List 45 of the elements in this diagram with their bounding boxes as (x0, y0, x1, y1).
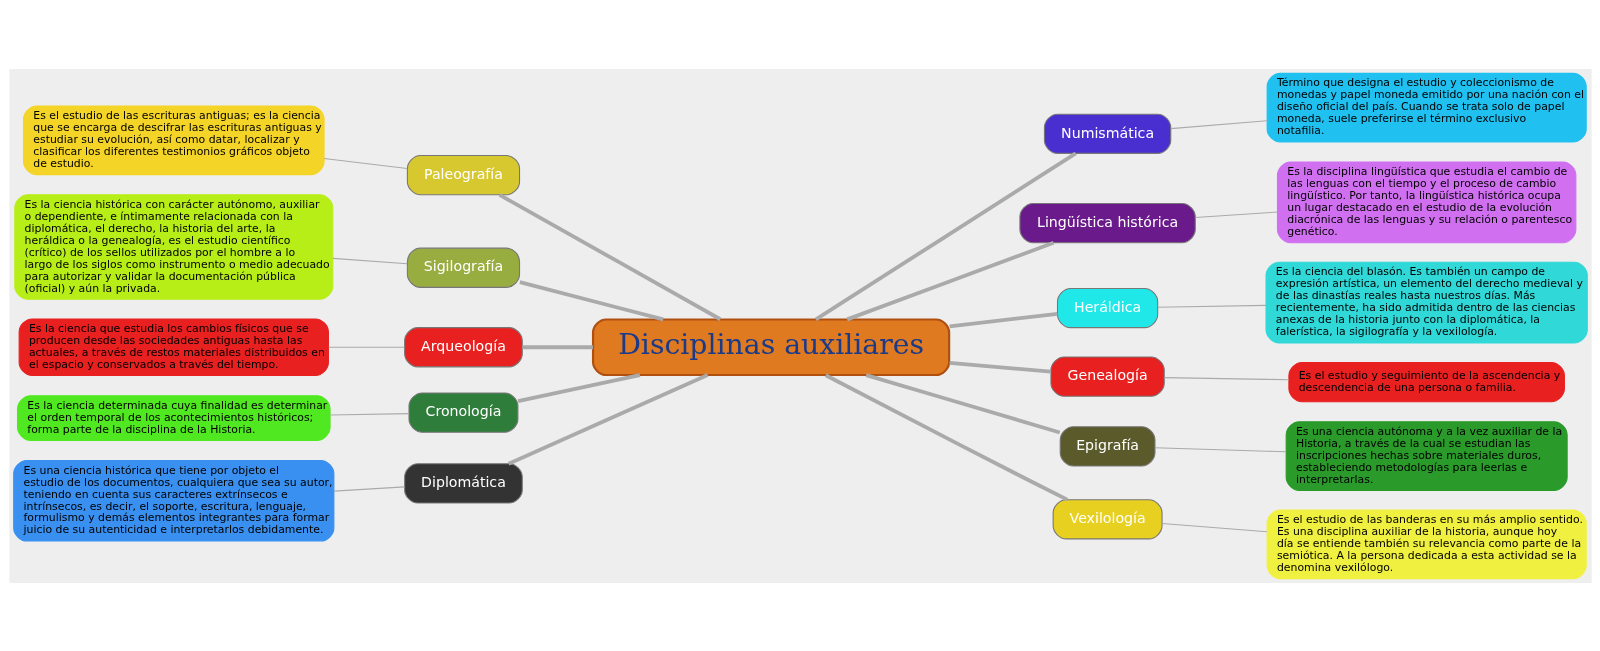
node-box: Término que designa el estudio y coleccionismo de monedas y papel moneda emitido por una nación con el diseño oficial del país. Cuando se trata solo de papel moneda, suele preferirse el término exclusivo notafilia. (1266, 72, 1587, 142)
connector (517, 372, 640, 403)
connector (521, 344, 593, 349)
node-box: Es el estudio y seguimiento de la ascendencia y descendencia de una persona o familia. (1287, 361, 1565, 402)
node-box: Sigilografía (406, 247, 520, 288)
connector (824, 373, 1068, 501)
node-box: Vexilología (1052, 498, 1163, 539)
connector (1154, 446, 1287, 452)
connector (846, 240, 1054, 321)
node-box: Cronología (407, 391, 518, 433)
connector (865, 372, 1060, 434)
connector (1161, 522, 1268, 532)
node-box: Arqueología (403, 326, 523, 367)
connector (323, 157, 408, 169)
connector (327, 346, 405, 348)
node-box: Epigrafía (1059, 425, 1155, 466)
connector (814, 151, 1077, 321)
connector (1169, 119, 1267, 129)
node-box: Es el estudio de las banderas en su más amplio sentido. Es una disciplina auxiliar de la historia, aunque hoy día se entiende también su relevancia como parte de la semiótica. A la persona dedicada a esta actividad se la denomina vexilólogo. (1266, 509, 1587, 579)
node-box: Es la ciencia que estudia los cambios físicos que se producen desde las sociedades antiguas hasta las actuales, a través de restos materiales distribuidos en el espacio y conservados a través del tiempo. (18, 317, 329, 376)
connector (518, 279, 664, 321)
node-box: Es el estudio de las escrituras antiguas; es la ciencia que se encarga de descifrar las escrituras antiguas y estudiar su evolución, así como datar, localizar y clasificar los diferentes testimonios gráficos objeto de estudio. (22, 105, 325, 175)
connector (948, 360, 1051, 374)
node-box: Lingüística histórica (1018, 202, 1196, 243)
node-box: Es la disciplina lingüística que estudia el cambio de las lenguas con el tiempo y el proceso de cambio lingüístico. Por tanto, la lingüística histórica ocupa un lugar destacado en el estudio de la evolución diacrónica de las lenguas y su relación o parentesco genético. (1276, 161, 1576, 243)
node-box: Es la ciencia histórica con carácter autónomo, auxiliar o dependiente, e íntimamente relacionada con la diplomática, el derecho, la historia del arte, la heráldica o la genealogía, es el estudio científico (crítico) de los sellos utilizados por el hombre a lo largo de los siglos como instrumento o medio adecuado para autorizar y validar la documentación pública (oficial) y aún la privada. (13, 193, 333, 300)
connector (1163, 376, 1289, 380)
node-box: Es la ciencia determinada cuya finalidad es determinar el orden temporal de los acontecimientos históricos; forma parte de la disciplina de la Historia. (16, 394, 331, 441)
connector (948, 311, 1058, 328)
node-box: Disciplinas auxiliares (591, 317, 950, 376)
connector (1156, 304, 1267, 308)
node-box: Es la ciencia del blasón. Es también un campo de expresión artística, un elemento del derecho medieval y de las dinastías reales hasta nuestros días. Más recientemente, ha sido admitida dentro de las ciencias anexas de la historia junto con la diplomática, la falerística, la sigilografía y la vexilología. (1265, 261, 1588, 343)
connector (331, 257, 408, 264)
node-box: Es una ciencia histórica que tiene por objeto el estudio de los documentos, cualquiera que sea su autor, teniendo en cuenta sus caracteres extrínsecos e intrínsecos, es decir, el soporte, escritura, lenguaje, formulismo y demás elementos integrantes para formar juicio de su autenticidad e interpretarlos debidamente. (12, 459, 334, 542)
node-box: Numismática (1043, 113, 1171, 154)
connector (507, 372, 708, 465)
connector (329, 412, 409, 416)
connector (498, 192, 721, 321)
node-box: Genealogía (1049, 356, 1165, 397)
connector (1194, 211, 1278, 218)
node-box: Diplomática (403, 462, 523, 503)
connector (333, 485, 405, 492)
node-box: Es una ciencia autónoma y a la vez auxiliar de la Historia, a través de la cual se estudian las inscripciones hechas sobre materiales duros, estableciendo metodologías para leerlas e interpretarlas. (1285, 420, 1568, 491)
node-box: Paleografía (406, 154, 520, 195)
node-box: Heráldica (1056, 287, 1158, 328)
